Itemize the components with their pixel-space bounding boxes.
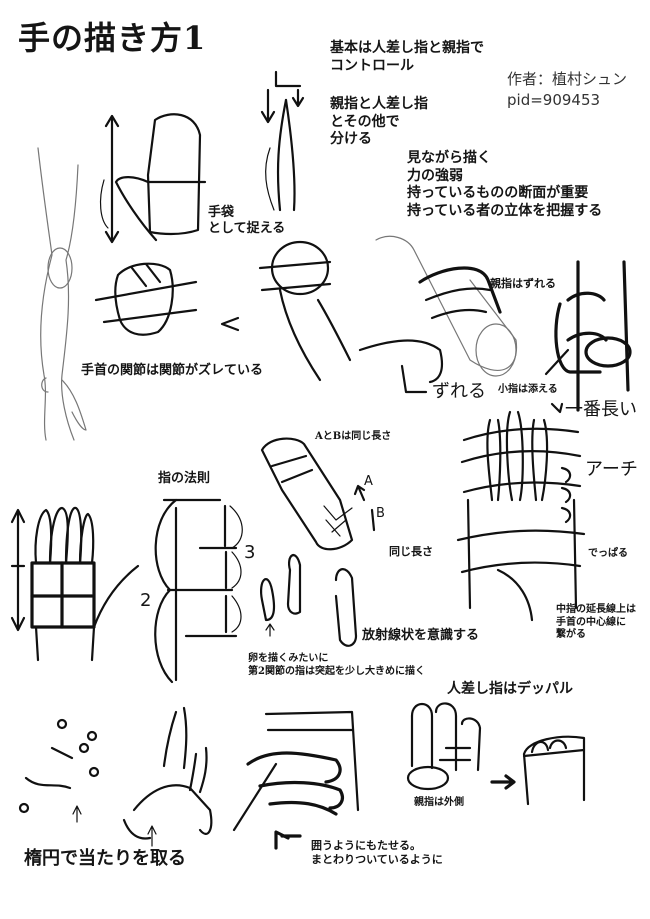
note-grip-tips: 見ながら描く 力の強弱 持っているものの断面が重要 持っている者の立体を把握する [407, 150, 603, 219]
heading-finger-rule: 指の法則 [158, 471, 211, 486]
hand-ab-sketch [260, 437, 376, 551]
fist-holding-bar-sketch [94, 262, 240, 336]
heading-ellipse: 楕円で当たりを取る [24, 848, 186, 869]
finger-joint-sketches [260, 554, 358, 647]
label-b: B [376, 506, 385, 521]
label-a: A [364, 474, 373, 489]
ellipse-guide-sketch [18, 718, 100, 823]
arm-sketch [37, 147, 87, 441]
note-egg: 卵を描くみたいに 第2関節の指は突起を少し大きめに描く [248, 653, 425, 677]
note-protrude: でっぱる [588, 548, 628, 559]
author-credit: 作者：植村シュン [507, 70, 628, 88]
note-radial: 放射線状を意識する [362, 628, 480, 643]
palm-arch-sketch [456, 402, 586, 622]
label-ratio-2: 2 [140, 590, 152, 611]
note-pinky: 小指は添える [498, 384, 558, 395]
spread-hand-sketch [122, 706, 213, 847]
mitten-hand-sketch [99, 113, 207, 244]
note-separate: 親指と人差し指 とその他で 分ける [330, 96, 428, 147]
note-middle-line: 中指の延長線上は 手首の中心線に 繋がる [556, 604, 636, 640]
page-title: 手の描き方1 [18, 19, 207, 57]
fist-index-sketch [406, 702, 586, 806]
note-index-protrudes: 人差し指はデッパル [447, 681, 573, 697]
note-arch: アーチ [585, 459, 638, 480]
note-wrap: 囲うようにもたせる。 まとわりついているように [311, 839, 443, 866]
note-thumb-shifts: 親指はずれる [490, 277, 556, 290]
palm-grid-sketch [10, 506, 140, 662]
finger-rule-sketch [154, 498, 243, 684]
side-grip-sketch [544, 260, 632, 412]
thumb-index-sketch [260, 70, 305, 212]
note-glove: 手袋 として捉える [208, 205, 286, 237]
note-thumb-outside: 親指は外側 [414, 797, 464, 808]
note-control: 基本は人差し指と親指で コントロール [330, 40, 484, 74]
note-shifts: ずれる [432, 381, 486, 402]
hand-holding-bottle-sketch [358, 235, 518, 394]
hand-on-bar-sketch [258, 240, 352, 382]
label-ratio-3: 3 [244, 542, 256, 563]
note-wrist: 手首の関節は関節がズレている [81, 363, 264, 378]
note-longest: 一番長い [565, 399, 637, 420]
author-pid: pid=909453 [507, 91, 601, 109]
note-same-length: 同じ長さ [389, 545, 433, 558]
hand-holding-card-sketch [232, 710, 360, 850]
note-a-b-same: AとBは同じ長さ [315, 431, 392, 442]
